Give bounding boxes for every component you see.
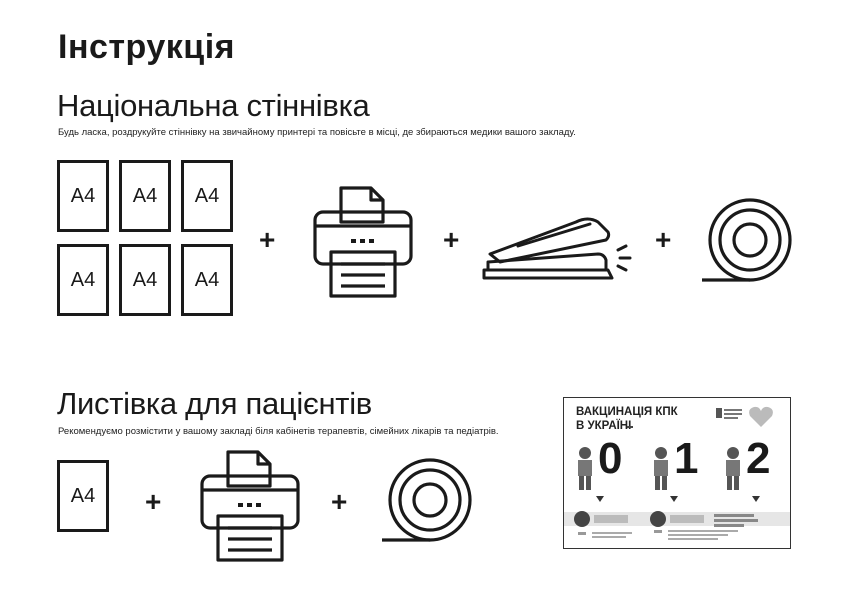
plus-sign: + — [443, 224, 460, 255]
tape-icon — [382, 458, 472, 542]
a4-sheet: A4 — [181, 244, 233, 316]
a4-sheet: A4 — [119, 244, 171, 316]
printer-icon — [313, 186, 413, 298]
a4-sheet: A4 — [181, 160, 233, 232]
tape-icon — [702, 198, 792, 282]
poster-heading: Національна стіннівка — [57, 88, 370, 123]
poster-description: Будь ласка, роздрукуйте стіннівку на зви… — [58, 127, 576, 138]
a4-sheet: A4 — [57, 160, 109, 232]
printer-icon — [200, 450, 300, 562]
a4-sheet: A4 — [119, 160, 171, 232]
page-title: Інструкція — [58, 28, 235, 66]
plus-sign: + — [655, 224, 672, 255]
flyer-title-line1: ВАКЦИНАЦІЯ КПК — [576, 406, 678, 418]
child-figure-icon — [654, 447, 668, 490]
flyer-number: 1 — [674, 434, 699, 483]
plus-sign: + — [331, 486, 348, 517]
logo-icon — [716, 408, 742, 419]
flyer-badge — [627, 426, 633, 428]
flyer-title-line2: В УКРАЇНІ — [576, 420, 632, 432]
child-figure-icon — [578, 447, 592, 490]
flyer-preview: ВАКЦИНАЦІЯ КПК В УКРАЇНІ 0 1 2 — [563, 397, 791, 549]
heart-icon — [749, 406, 773, 427]
child-figure-icon — [726, 447, 740, 490]
leaflet-description: Рекомендуємо розмістити у вашому закладі… — [58, 426, 499, 437]
a4-sheet: A4 — [57, 244, 109, 316]
stapler-icon — [482, 217, 632, 280]
flyer-number: 0 — [598, 434, 623, 483]
a4-sheet: A4 — [57, 460, 109, 532]
flyer-timeline — [564, 496, 790, 540]
plus-sign: + — [145, 486, 162, 517]
plus-sign: + — [259, 224, 276, 255]
leaflet-heading: Листівка для пацієнтів — [57, 386, 372, 421]
flyer-number: 2 — [746, 434, 771, 483]
